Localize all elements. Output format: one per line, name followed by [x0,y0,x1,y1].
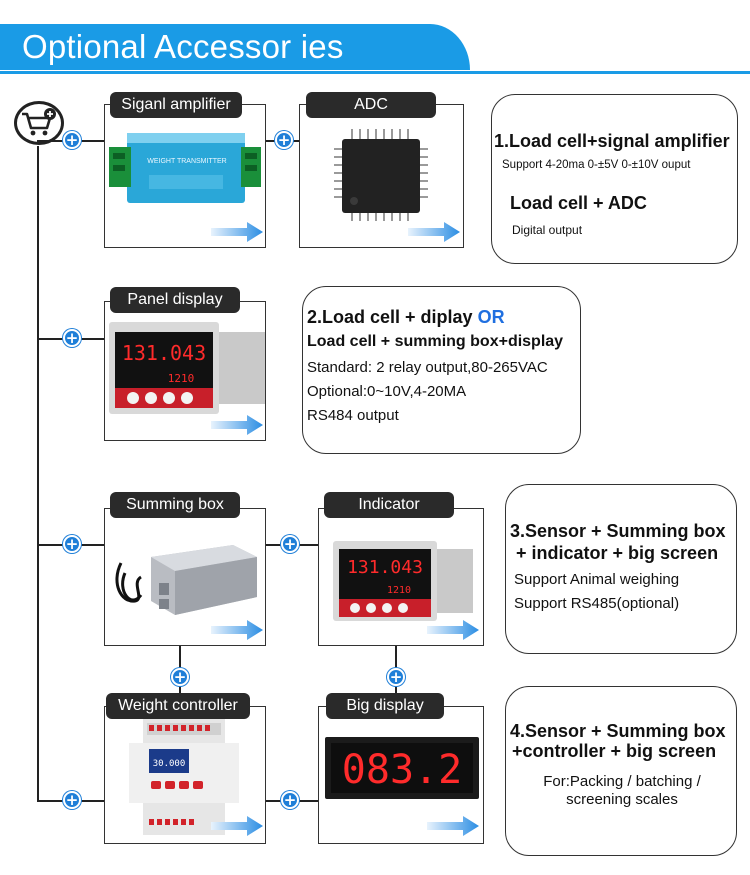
info-line: screening scales [566,791,678,808]
adc-chip-photo [334,129,428,221]
weight-transmitter-photo: WEIGHT TRANSMITTER [109,133,261,203]
shopping-cart-add-icon [14,101,64,145]
info-line: Digital output [512,223,583,237]
right-arrow-icon [427,620,479,640]
info-line: RS484 output [307,407,399,424]
info-box-1: 1.Load cell+signal amplifier Support 4-2… [491,94,738,264]
controller-reading: 30.000 [153,759,186,769]
info-line: Support 4-20ma 0-±5V 0-±10V ouput [502,159,691,171]
card-label-bigdisplay: Big display [326,693,444,719]
right-arrow-icon [408,222,460,242]
info-box-2: 2.Load cell + diplay OR Load cell + summ… [302,286,581,454]
indicator-reading: 131.043 [347,557,423,578]
amplifier-card: WEIGHT TRANSMITTER [104,104,266,248]
device-label: WEIGHT TRANSMITTER [147,158,226,165]
plus-circle-icon: + [63,131,81,149]
info-line: Support RS485(optional) [514,595,680,612]
panel-sub-reading: 1210 [168,372,195,385]
plus-circle-icon: + [171,668,189,686]
big-display-photo: 083.2 [325,737,479,799]
plus-circle-icon: + [63,791,81,809]
info-title: Load cell + ADC [510,193,647,213]
plus-circle-icon: + [63,535,81,553]
adc-card [299,104,464,248]
right-arrow-icon [211,222,263,242]
panel-reading: 131.043 [122,341,206,365]
card-label-amplifier: Siganl amplifier [110,92,242,118]
card-label-controller: Weight controller [106,693,250,719]
summing-box-card [104,508,266,646]
tree-trunk-line [37,146,39,802]
info-title: 1.Load cell+signal amplifier [494,131,730,151]
right-arrow-icon [427,816,479,836]
right-arrow-icon [211,620,263,640]
info-box-4: 4.Sensor + Summing box +controller + big… [505,686,737,856]
right-arrow-icon [211,816,263,836]
card-label-adc: ADC [306,92,436,118]
plus-circle-icon: + [281,791,299,809]
right-arrow-icon [211,415,263,435]
card-label-indicator: Indicator [324,492,454,518]
weight-controller-photo: 30.000 [129,719,239,835]
card-label-summing: Summing box [110,492,240,518]
big-display-card: 083.2 [318,706,484,844]
info-title: 3.Sensor + Summing box [510,521,726,541]
header-divider [0,71,750,74]
panel-display-card: 131.043 1210 [104,301,266,441]
info-title: +controller + big screen [512,741,717,761]
info-title: Load cell + summing box+display [307,333,564,350]
plus-circle-icon: + [387,668,405,686]
summing-box-photo [115,545,257,615]
plus-circle-icon: + [275,131,293,149]
weight-controller-card: 30.000 [104,706,266,844]
page-title: Optional Accessor ies [0,24,470,70]
info-title: + indicator + big screen [516,543,719,563]
panel-display-photo: 131.043 1210 [109,322,265,414]
big-display-reading: 083.2 [342,747,462,793]
plus-circle-icon: + [281,535,299,553]
indicator-photo: 131.043 1210 [333,541,473,621]
plus-circle-icon: + [63,329,81,347]
indicator-card: 131.043 1210 [318,508,484,646]
info-box-3: 3.Sensor + Summing box + indicator + big… [505,484,737,654]
indicator-sub-reading: 1210 [387,585,411,596]
card-label-panel: Panel display [110,287,240,313]
info-line: Standard: 2 relay output,80-265VAC [307,359,548,376]
info-line: For:Packing / batching / [543,773,701,790]
info-line: Optional:0~10V,4-20MA [307,383,467,400]
info-line: Support Animal weighing [514,571,680,588]
info-title: 4.Sensor + Summing box [510,721,726,741]
info-title: 2.Load cell + diplay OR [307,307,505,327]
